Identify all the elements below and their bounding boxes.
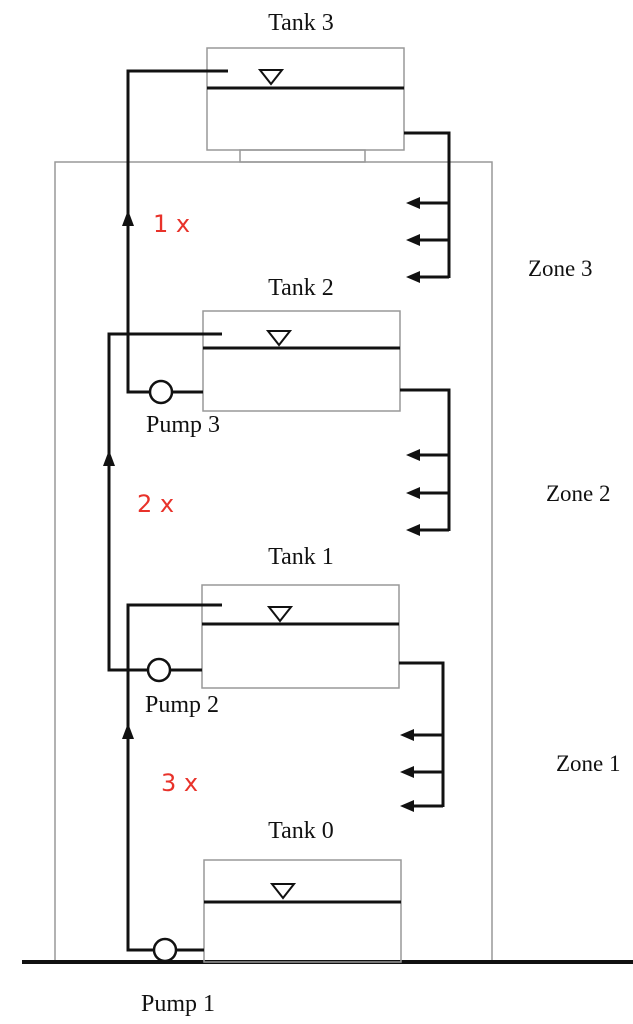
- riser-pipe-pump-1: [126, 603, 222, 952]
- outlet-arrow-icon: [406, 197, 420, 209]
- outlet-arrow-icon: [406, 449, 420, 461]
- outlet-arrow-icon: [406, 271, 420, 283]
- multiplier-1-label: 1 x: [153, 210, 190, 238]
- outlet-arrow-icon: [406, 234, 420, 246]
- zone-1-label: Zone 1: [556, 751, 621, 776]
- multiplier-3-label: 3 x: [161, 769, 198, 797]
- outlet-arrow-icon: [400, 729, 414, 741]
- tank-1-level-marker-icon: [266, 606, 294, 623]
- zone-2-label: Zone 2: [546, 481, 611, 506]
- pump-2-icon: [146, 657, 172, 683]
- zone-3-distribution: [404, 131, 451, 283]
- pump-1-icon: [152, 937, 178, 963]
- tank-1: [201, 584, 400, 689]
- tank-0-box: [203, 859, 402, 963]
- outlet-arrow-icon: [400, 766, 414, 778]
- tank-0-level-marker-icon: [269, 883, 297, 900]
- tank-2-level-marker-icon: [265, 330, 293, 347]
- tank-2: [202, 310, 401, 412]
- tank-3: [206, 47, 405, 163]
- tank-2-label: Tank 2: [268, 275, 334, 301]
- pump-3-icon: [148, 379, 174, 405]
- tank-3-label: Tank 3: [268, 10, 334, 36]
- tank-3-box: [206, 47, 405, 151]
- pump-3-label: Pump 3: [146, 412, 220, 438]
- tank-3-base: [239, 149, 366, 163]
- riser-pipe-pump-3: [126, 69, 228, 394]
- outlet-arrow-icon: [400, 800, 414, 812]
- tank-3-level-marker-icon: [257, 69, 285, 86]
- riser-flow-arrow-icon-pump-3: [122, 210, 134, 226]
- tank-2-box: [202, 310, 401, 412]
- tank-0: [203, 859, 402, 963]
- tank-0-label: Tank 0: [268, 818, 334, 844]
- outlet-arrow-icon: [406, 487, 420, 499]
- pump-2-label: Pump 2: [145, 692, 219, 718]
- pump-1-label: Pump 1: [141, 991, 215, 1017]
- outlet-arrow-icon: [406, 524, 420, 536]
- multiplier-2-label: 2 x: [137, 490, 174, 518]
- riser-flow-arrow-icon-pump-1: [122, 723, 134, 739]
- zone-1-distribution: [399, 661, 445, 812]
- riser-flow-arrow-icon-pump-2: [103, 450, 115, 466]
- tank-1-box: [201, 584, 400, 689]
- zone-3-label: Zone 3: [528, 256, 593, 281]
- zone-2-distribution: [400, 388, 451, 536]
- tank-1-label: Tank 1: [268, 544, 334, 570]
